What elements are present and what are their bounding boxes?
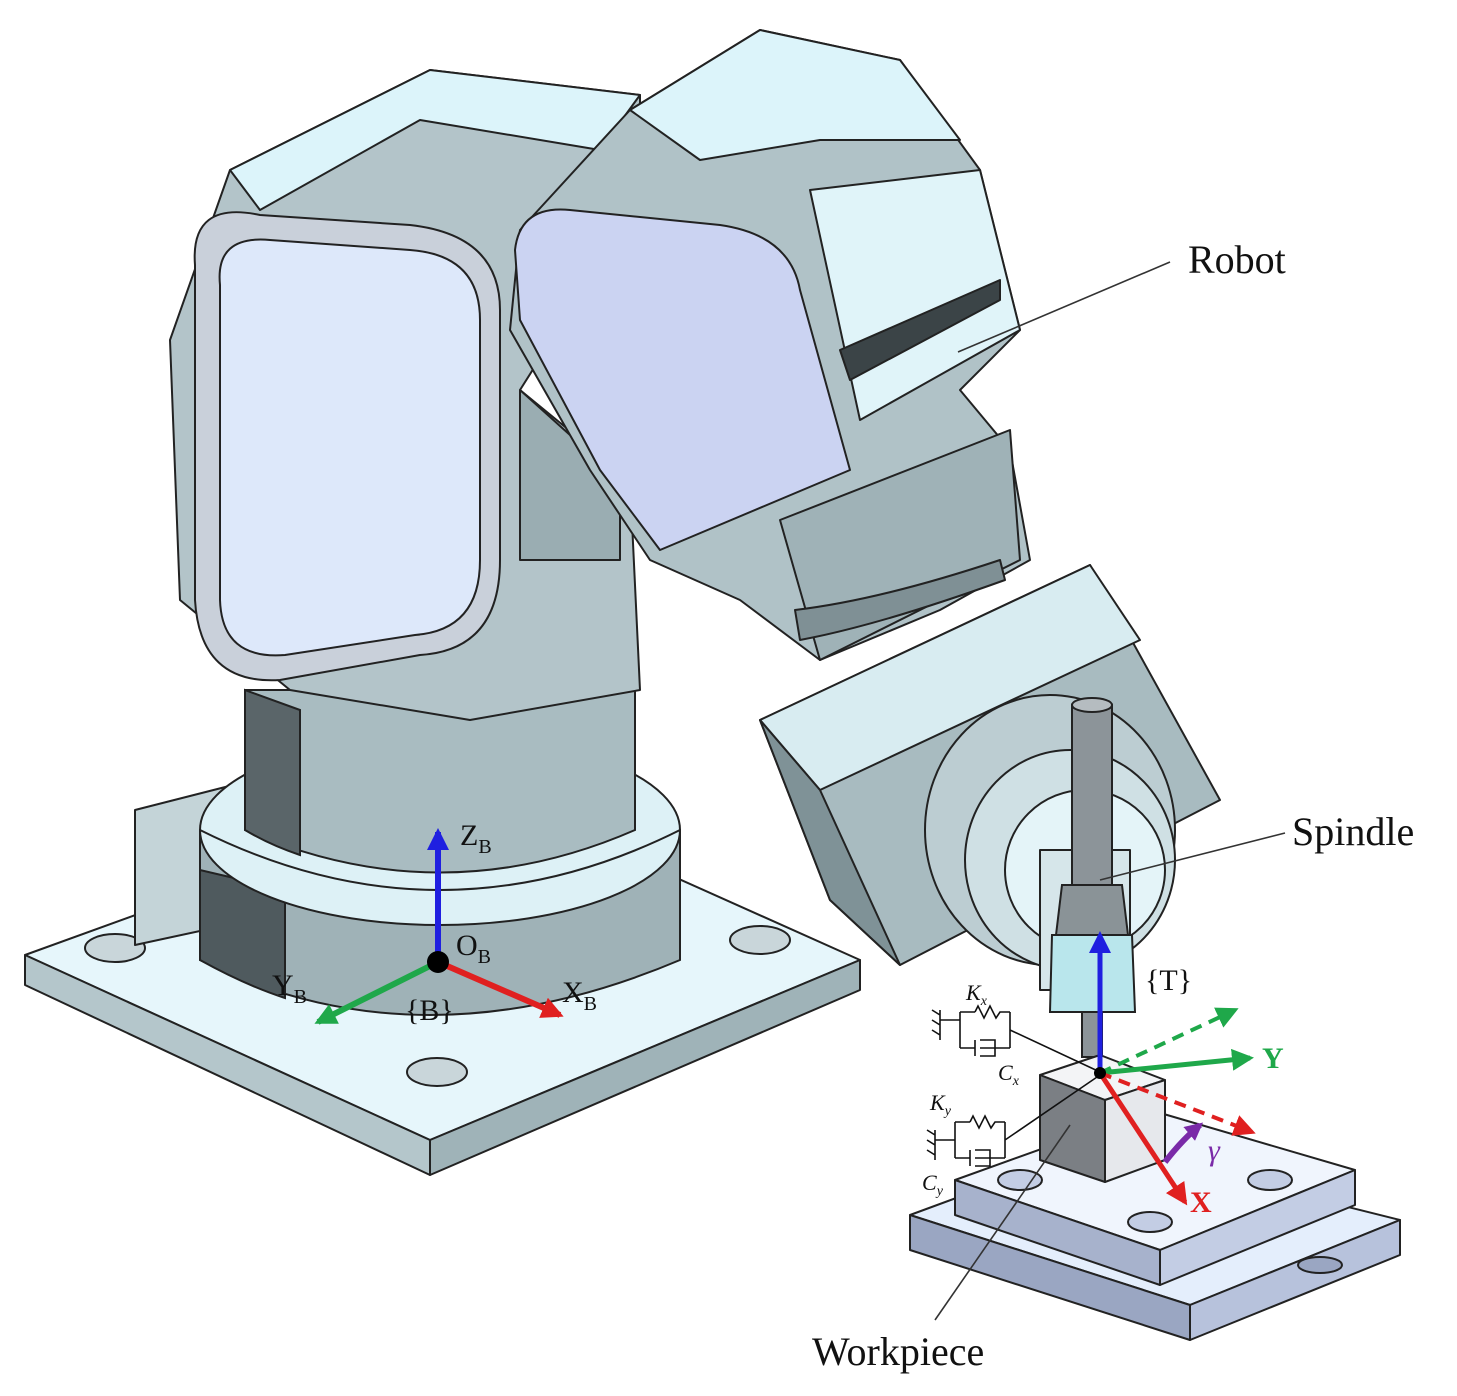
workpiece-label: Workpiece	[812, 1329, 984, 1374]
y-base-label: YB	[272, 969, 307, 1008]
tool-y-label: Y	[1262, 1042, 1284, 1075]
ky-label: Ky	[929, 1090, 952, 1119]
spring-damper-y	[926, 1074, 1101, 1167]
tool-frame-name: {T}	[1145, 964, 1192, 997]
kx-label: Kx	[965, 980, 988, 1009]
tool-frame-axes	[1089, 931, 1256, 1206]
leader-lines	[934, 261, 1286, 1321]
spindle	[1048, 697, 1137, 1058]
spindle-label: Spindle	[1292, 809, 1414, 854]
cy-label: Cy	[922, 1170, 944, 1199]
spring-damper-x	[931, 1004, 1101, 1073]
base-frame-axes	[314, 828, 564, 1025]
workpiece-block	[1039, 1054, 1166, 1183]
robot-label: Robot	[1188, 237, 1286, 282]
z-base-label: ZB	[460, 819, 492, 858]
cx-label: Cx	[998, 1060, 1020, 1089]
base-frame-name: {B}	[405, 994, 454, 1027]
gamma-label: γ	[1208, 1134, 1221, 1167]
tool-x-label: X	[1190, 1186, 1212, 1219]
robot-upper-arm	[509, 29, 1031, 661]
x-base-label: XB	[562, 976, 597, 1015]
origin-base-label: OB	[456, 929, 491, 968]
